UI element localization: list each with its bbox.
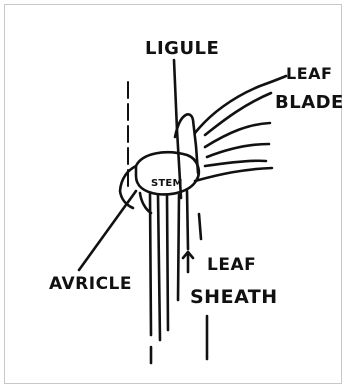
leaf-sheath-line-3 bbox=[167, 196, 168, 330]
leaf-blade-label-line1: LEAF bbox=[286, 64, 332, 83]
auricle-label: AVRICLE bbox=[49, 274, 132, 294]
auricle-pointer-line bbox=[79, 191, 136, 270]
leaf-blade-edge-bottom bbox=[195, 168, 272, 181]
leaf-blade-line-3 bbox=[207, 144, 269, 157]
leaf-sheath-line-1 bbox=[150, 194, 151, 335]
leaf-sheath-line-4 bbox=[178, 195, 179, 300]
leaf-blade-label-line2: BLADE bbox=[275, 92, 344, 113]
leaf-sheath-line-5 bbox=[187, 191, 188, 249]
lower-sheath-line-3 bbox=[199, 214, 201, 239]
leaf-sheath-label-line2: SHEATH bbox=[190, 286, 278, 308]
leaf-sheath-line-2 bbox=[158, 195, 160, 340]
ligule-label: LIGULE bbox=[145, 38, 219, 59]
stem-label: STEM bbox=[151, 178, 183, 189]
leaf-sheath-label-line1: LEAF bbox=[207, 255, 256, 275]
leaf-blade-edge-top bbox=[195, 76, 286, 133]
leaf-blade-line-4 bbox=[205, 161, 266, 166]
